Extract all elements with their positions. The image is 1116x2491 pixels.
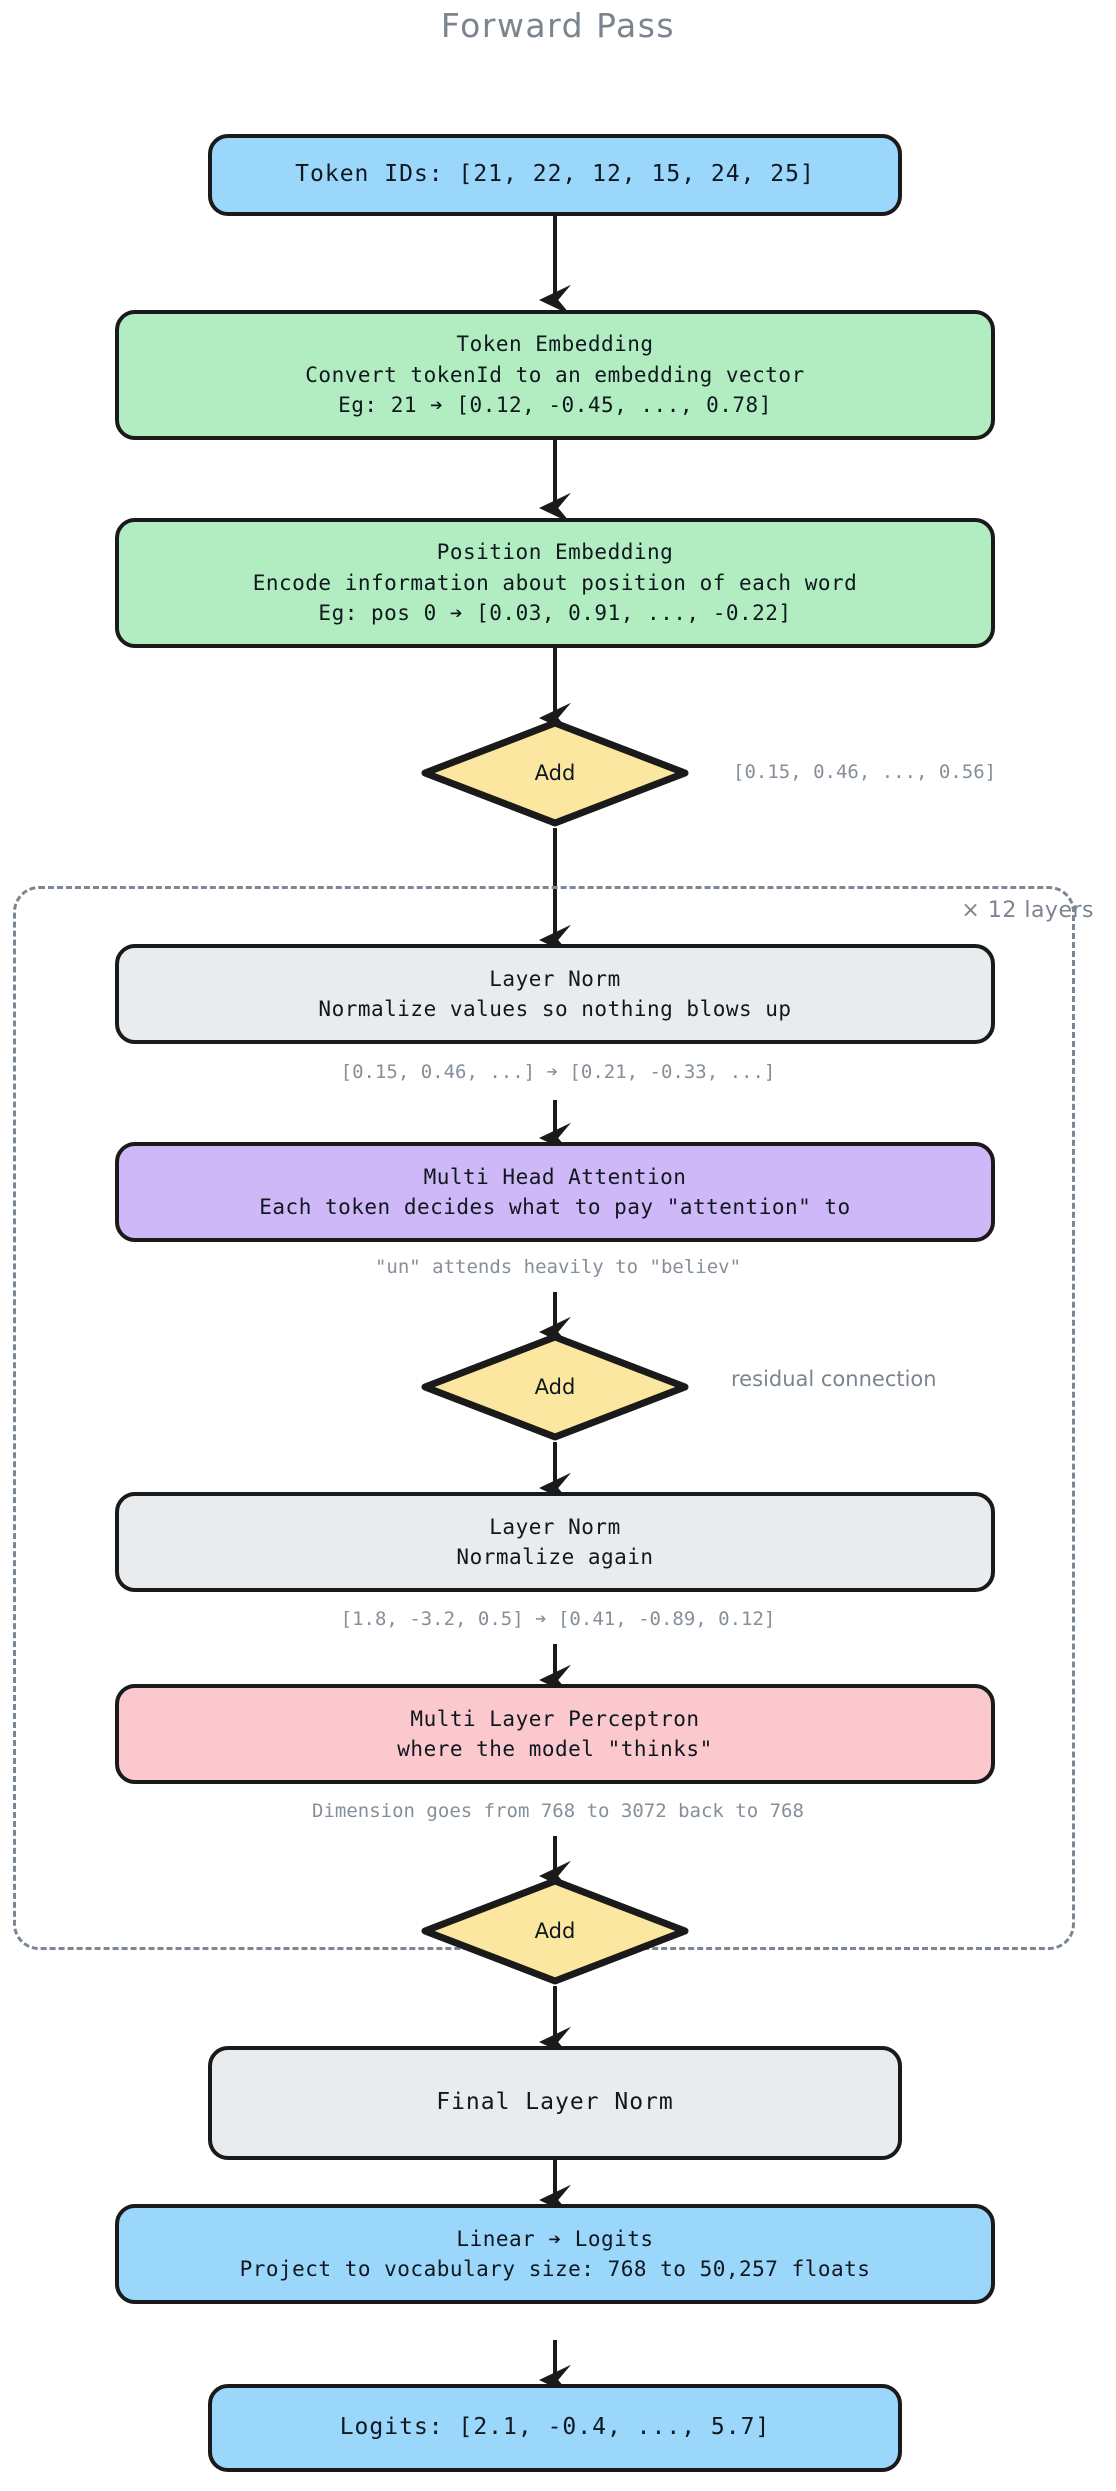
node-layer-norm-1-title: Layer Norm — [489, 966, 621, 991]
annotation-attention-example: "un" attends heavily to "believ" — [374, 1256, 742, 1278]
diamond-shape — [421, 719, 689, 827]
node-mlp-title: Multi Layer Perceptron — [410, 1706, 700, 1731]
annotation-add1-vector: [0.15, 0.46, ..., 0.56] — [733, 761, 997, 783]
node-linear-logits-desc: Project to vocabulary size: 768 to 50,25… — [239, 2257, 871, 2281]
annotation-layer-norm-1-io: [0.15, 0.46, ...] ➔ [0.21, -0.33, ...] — [340, 1061, 776, 1083]
diamond-shape — [421, 1333, 689, 1441]
node-token-embedding[interactable]: Token Embedding Convert tokenId to an em… — [115, 310, 995, 440]
node-token-embedding-example: Eg: 21 ➔ [0.12, -0.45, ..., 0.78] — [338, 393, 772, 418]
node-final-layer-norm[interactable]: Final Layer Norm — [208, 2046, 902, 2160]
node-add-1[interactable]: Add — [420, 718, 690, 828]
node-position-embedding[interactable]: Position Embedding Encode information ab… — [115, 518, 995, 648]
layers-count-label: × 12 layers — [961, 898, 1094, 923]
node-layer-norm-2[interactable]: Layer Norm Normalize again — [115, 1492, 995, 1592]
node-position-embedding-desc: Encode information about position of eac… — [252, 570, 858, 595]
node-mlp-desc: where the model "thinks" — [397, 1737, 713, 1761]
node-attention-desc: Each token decides what to pay "attentio… — [259, 1195, 851, 1219]
diamond-shape — [421, 1877, 689, 1985]
node-token-ids[interactable]: Token IDs: [21, 22, 12, 15, 24, 25] — [208, 134, 902, 216]
node-layer-norm-1[interactable]: Layer Norm Normalize values so nothing b… — [115, 944, 995, 1044]
node-final-layer-norm-title: Final Layer Norm — [436, 2089, 674, 2116]
page-title: Forward Pass — [440, 6, 676, 45]
node-token-embedding-title: Token Embedding — [456, 332, 654, 357]
annotation-layer-norm-2-io: [1.8, -3.2, 0.5] ➔ [0.41, -0.89, 0.12] — [340, 1608, 776, 1630]
annotation-mlp-dimension: Dimension goes from 768 to 3072 back to … — [312, 1800, 804, 1822]
node-attention-title: Multi Head Attention — [423, 1164, 687, 1189]
node-token-ids-line1: Token IDs: [21, 22, 12, 15, 24, 25] — [295, 161, 815, 188]
node-token-embedding-desc: Convert tokenId to an embedding vector — [305, 362, 805, 387]
node-logits-value: Logits: [2.1, -0.4, ..., 5.7] — [339, 2414, 771, 2441]
node-linear-logits-title: Linear ➔ Logits — [456, 2226, 654, 2251]
node-logits[interactable]: Logits: [2.1, -0.4, ..., 5.7] — [208, 2384, 902, 2472]
node-layer-norm-2-desc: Normalize again — [456, 1545, 654, 1569]
annotation-residual-connection: residual connection — [731, 1367, 937, 1391]
node-position-embedding-title: Position Embedding — [436, 540, 674, 565]
node-linear-logits[interactable]: Linear ➔ Logits Project to vocabulary si… — [115, 2204, 995, 2304]
node-position-embedding-example: Eg: pos 0 ➔ [0.03, 0.91, ..., -0.22] — [318, 601, 792, 626]
node-add-2[interactable]: Add — [420, 1332, 690, 1442]
node-multi-head-attention[interactable]: Multi Head Attention Each token decides … — [115, 1142, 995, 1242]
node-mlp[interactable]: Multi Layer Perceptron where the model "… — [115, 1684, 995, 1784]
node-add-3[interactable]: Add — [420, 1876, 690, 1986]
node-layer-norm-2-title: Layer Norm — [489, 1514, 621, 1539]
node-layer-norm-1-desc: Normalize values so nothing blows up — [318, 997, 792, 1021]
